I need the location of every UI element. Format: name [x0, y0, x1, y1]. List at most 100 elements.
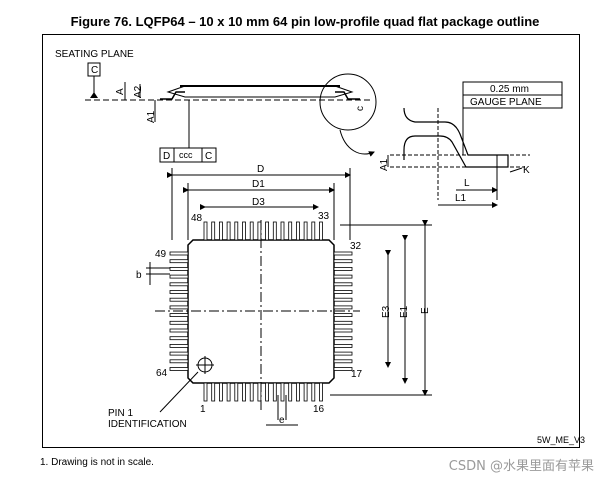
- flatness-datum: C: [205, 151, 212, 162]
- pin1-label-2: IDENTIFICATION: [108, 419, 187, 430]
- lead-right: [333, 351, 353, 356]
- lead-right: [333, 320, 353, 325]
- dim-d3: D3: [252, 197, 265, 208]
- lead-top: [226, 221, 231, 241]
- lead-bottom: [249, 382, 254, 402]
- detail-view: 0.25 mm GAUGE PLANE A1 L L1 K: [379, 81, 563, 208]
- lead-left: [169, 297, 189, 302]
- lead-left: [169, 305, 189, 310]
- top-view: D D1 D3 E E1 E3 b e: [108, 164, 432, 430]
- dim-c: c: [355, 106, 366, 111]
- lead-top: [218, 221, 223, 241]
- lead-bottom: [218, 382, 223, 402]
- lead-bottom: [303, 382, 308, 402]
- seating-plane-label: SEATING PLANE: [55, 49, 134, 60]
- lead-top: [203, 221, 208, 241]
- lead-top: [272, 221, 277, 241]
- lead-left: [169, 359, 189, 364]
- lead-right: [333, 251, 353, 256]
- lead-bottom: [319, 382, 323, 402]
- lead-top: [319, 221, 323, 241]
- lead-bottom: [311, 382, 316, 402]
- lead-left: [169, 259, 189, 264]
- pin-32: 32: [350, 241, 362, 252]
- pin-33: 33: [318, 211, 330, 222]
- lead-right: [333, 266, 353, 271]
- figure-title: Figure 76. LQFP64 – 10 x 10 mm 64 pin lo…: [70, 14, 540, 29]
- lead-right: [333, 282, 353, 287]
- pin-1: 1: [200, 404, 206, 415]
- lead-left: [169, 320, 189, 325]
- lead-left: [169, 367, 189, 371]
- lead-bottom: [211, 382, 216, 402]
- pin-49: 49: [155, 249, 167, 260]
- pin-17: 17: [351, 369, 363, 380]
- lead-top: [211, 221, 216, 241]
- lead-right: [333, 305, 353, 310]
- lead-bottom: [257, 382, 262, 402]
- dim-l: L: [464, 178, 470, 189]
- lead-right: [333, 259, 353, 264]
- lead-right: [333, 313, 353, 318]
- drawing-frame: [42, 34, 580, 448]
- dim-d: D: [257, 164, 264, 175]
- lead-bottom: [272, 382, 277, 402]
- lead-right: [333, 336, 353, 341]
- flatness-tol: ccc: [179, 150, 193, 160]
- lead-bottom: [234, 382, 239, 402]
- datum-c: C: [91, 65, 98, 76]
- lead-right: [333, 297, 353, 302]
- lead-top: [303, 221, 308, 241]
- lead-top: [280, 221, 285, 241]
- lead-right: [333, 274, 353, 279]
- gauge-value: 0.25 mm: [490, 84, 529, 95]
- lead-top: [249, 221, 254, 241]
- lead-top: [265, 221, 270, 241]
- pin-48: 48: [191, 213, 203, 224]
- lead-left: [169, 343, 189, 348]
- lead-bottom: [295, 382, 300, 402]
- lead-top: [295, 221, 300, 241]
- pin-16: 16: [313, 404, 325, 415]
- lead-bottom: [265, 382, 270, 402]
- dim-e3: E3: [381, 305, 392, 318]
- lead-bottom: [288, 382, 293, 402]
- dim-a: A: [115, 88, 126, 95]
- lead-top: [311, 221, 316, 241]
- dim-a2: A2: [133, 85, 144, 98]
- lead-bottom: [203, 382, 208, 402]
- lead-left: [169, 282, 189, 287]
- detail-a1: A1: [379, 158, 390, 171]
- lead-top: [288, 221, 293, 241]
- dim-d1: D1: [252, 179, 265, 190]
- dim-a1: A1: [146, 110, 157, 123]
- dim-e: E: [420, 307, 431, 314]
- lead-right: [333, 359, 353, 364]
- gauge-label: GAUGE PLANE: [470, 97, 542, 108]
- lead-left: [169, 290, 189, 294]
- lead-left: [169, 313, 189, 318]
- lead-bottom: [280, 382, 285, 402]
- package-leads: [169, 221, 353, 402]
- lead-top: [257, 221, 262, 241]
- ref-code: 5W_ME_V3: [537, 435, 585, 445]
- dim-e1: E1: [399, 305, 410, 318]
- lead-left: [169, 274, 189, 279]
- lead-right: [333, 290, 353, 294]
- dim-k: K: [523, 165, 530, 176]
- lead-right: [333, 328, 353, 333]
- lead-top: [234, 221, 239, 241]
- pin1-label-1: PIN 1: [108, 408, 133, 419]
- pin-64: 64: [156, 368, 168, 379]
- dim-l1: L1: [455, 193, 467, 204]
- lead-right: [333, 367, 353, 371]
- lead-top: [242, 221, 246, 241]
- lead-bottom: [242, 382, 246, 402]
- lead-left: [169, 351, 189, 356]
- dim-e-pitch: e: [279, 415, 285, 426]
- flatness-d: D: [163, 151, 170, 162]
- lead-left: [169, 336, 189, 341]
- watermark: CSDN @水果里面有苹果: [448, 459, 594, 474]
- lead-left: [169, 251, 189, 256]
